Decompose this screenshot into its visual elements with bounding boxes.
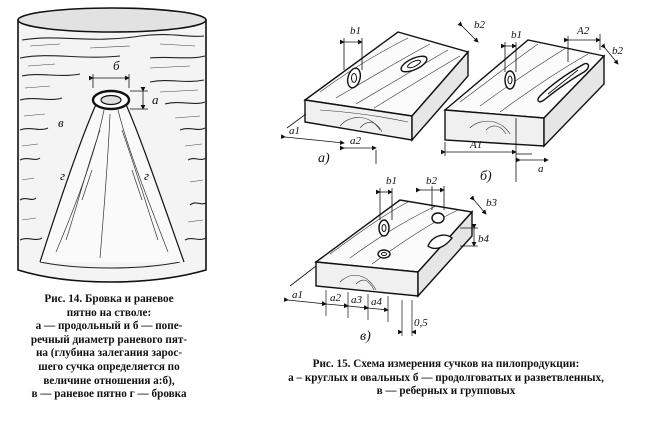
fig14-caption-line: Рис. 14. Бровка и раневое (44, 293, 174, 305)
fig15v-b2: b2 (426, 175, 438, 187)
fig14-caption-line: в — раневое пятно г — бровка (31, 388, 187, 401)
fig15-panel-v: b1 b2 b3 b4 a1 a2 a3 a4 0,5 в) (283, 175, 498, 344)
fig14-caption-line: шего сучка определяется по (38, 360, 180, 373)
fig15a-b1: b1 (350, 25, 361, 37)
fig15b-b2: b2 (612, 45, 624, 57)
fig15-caption-line: а – круглых и овальных б — продолговатых… (288, 371, 604, 384)
fig14-trunk: б а в г г (17, 7, 207, 283)
fig15b-a: a (538, 163, 544, 175)
fig14-label-v: в (58, 115, 64, 130)
fig15a-tag: а) (318, 151, 330, 166)
fig15a-a2: a2 (350, 135, 362, 147)
fig15v-b1: b1 (386, 175, 397, 187)
fig15b-A1: A1 (469, 139, 482, 151)
fig15a-b2: b2 (474, 19, 486, 31)
fig15v-b4: b4 (478, 233, 490, 245)
fig15v-a3: a3 (351, 294, 363, 306)
fig14-caption-line: пятно на стволе: (66, 306, 152, 319)
fig14-label-g-right: г (144, 168, 149, 183)
fig15v-b3: b3 (486, 197, 498, 209)
fig15b-b1: b1 (511, 29, 522, 41)
fig14-caption-line: на (глубина залегания зарос- (35, 347, 183, 360)
fig15-caption-line: Рис. 15. Схема измерения сучков на пилоп… (312, 358, 580, 370)
fig14-label-b: б (113, 58, 120, 73)
fig15-caption: Рис. 15. Схема измерения сучков на пилоп… (240, 358, 652, 399)
fig15b-A2: A2 (576, 25, 590, 37)
fig14-caption-line: величине отношения а:б), (43, 374, 175, 387)
fig14-label-g-left: г (60, 168, 65, 183)
fig14-caption-line: а — продольный и б — попе- (35, 320, 183, 333)
fig15-panel-b: b1 A2 b2 A1 a б) (441, 25, 624, 184)
fig15-caption-line: в — реберных и групповых (376, 385, 516, 398)
fig15b-tag: б) (480, 169, 492, 184)
fig14-caption-line: речный диаметр раневого пят- (30, 333, 188, 346)
fig14-caption: Рис. 14. Бровка и раневое пятно на ствол… (2, 293, 216, 402)
fig15v-tag: в) (360, 329, 371, 344)
fig14-label-a: а (152, 92, 159, 107)
fig15-panel-a: b1 b2 a1 a2 а) (280, 19, 486, 166)
fig15a-a1: a1 (289, 125, 300, 137)
fig15v-gap: 0,5 (414, 317, 428, 329)
fig15v-a2: a2 (330, 292, 342, 304)
fig15v-a1: a1 (292, 289, 303, 301)
fig15v-a4: a4 (371, 296, 383, 308)
